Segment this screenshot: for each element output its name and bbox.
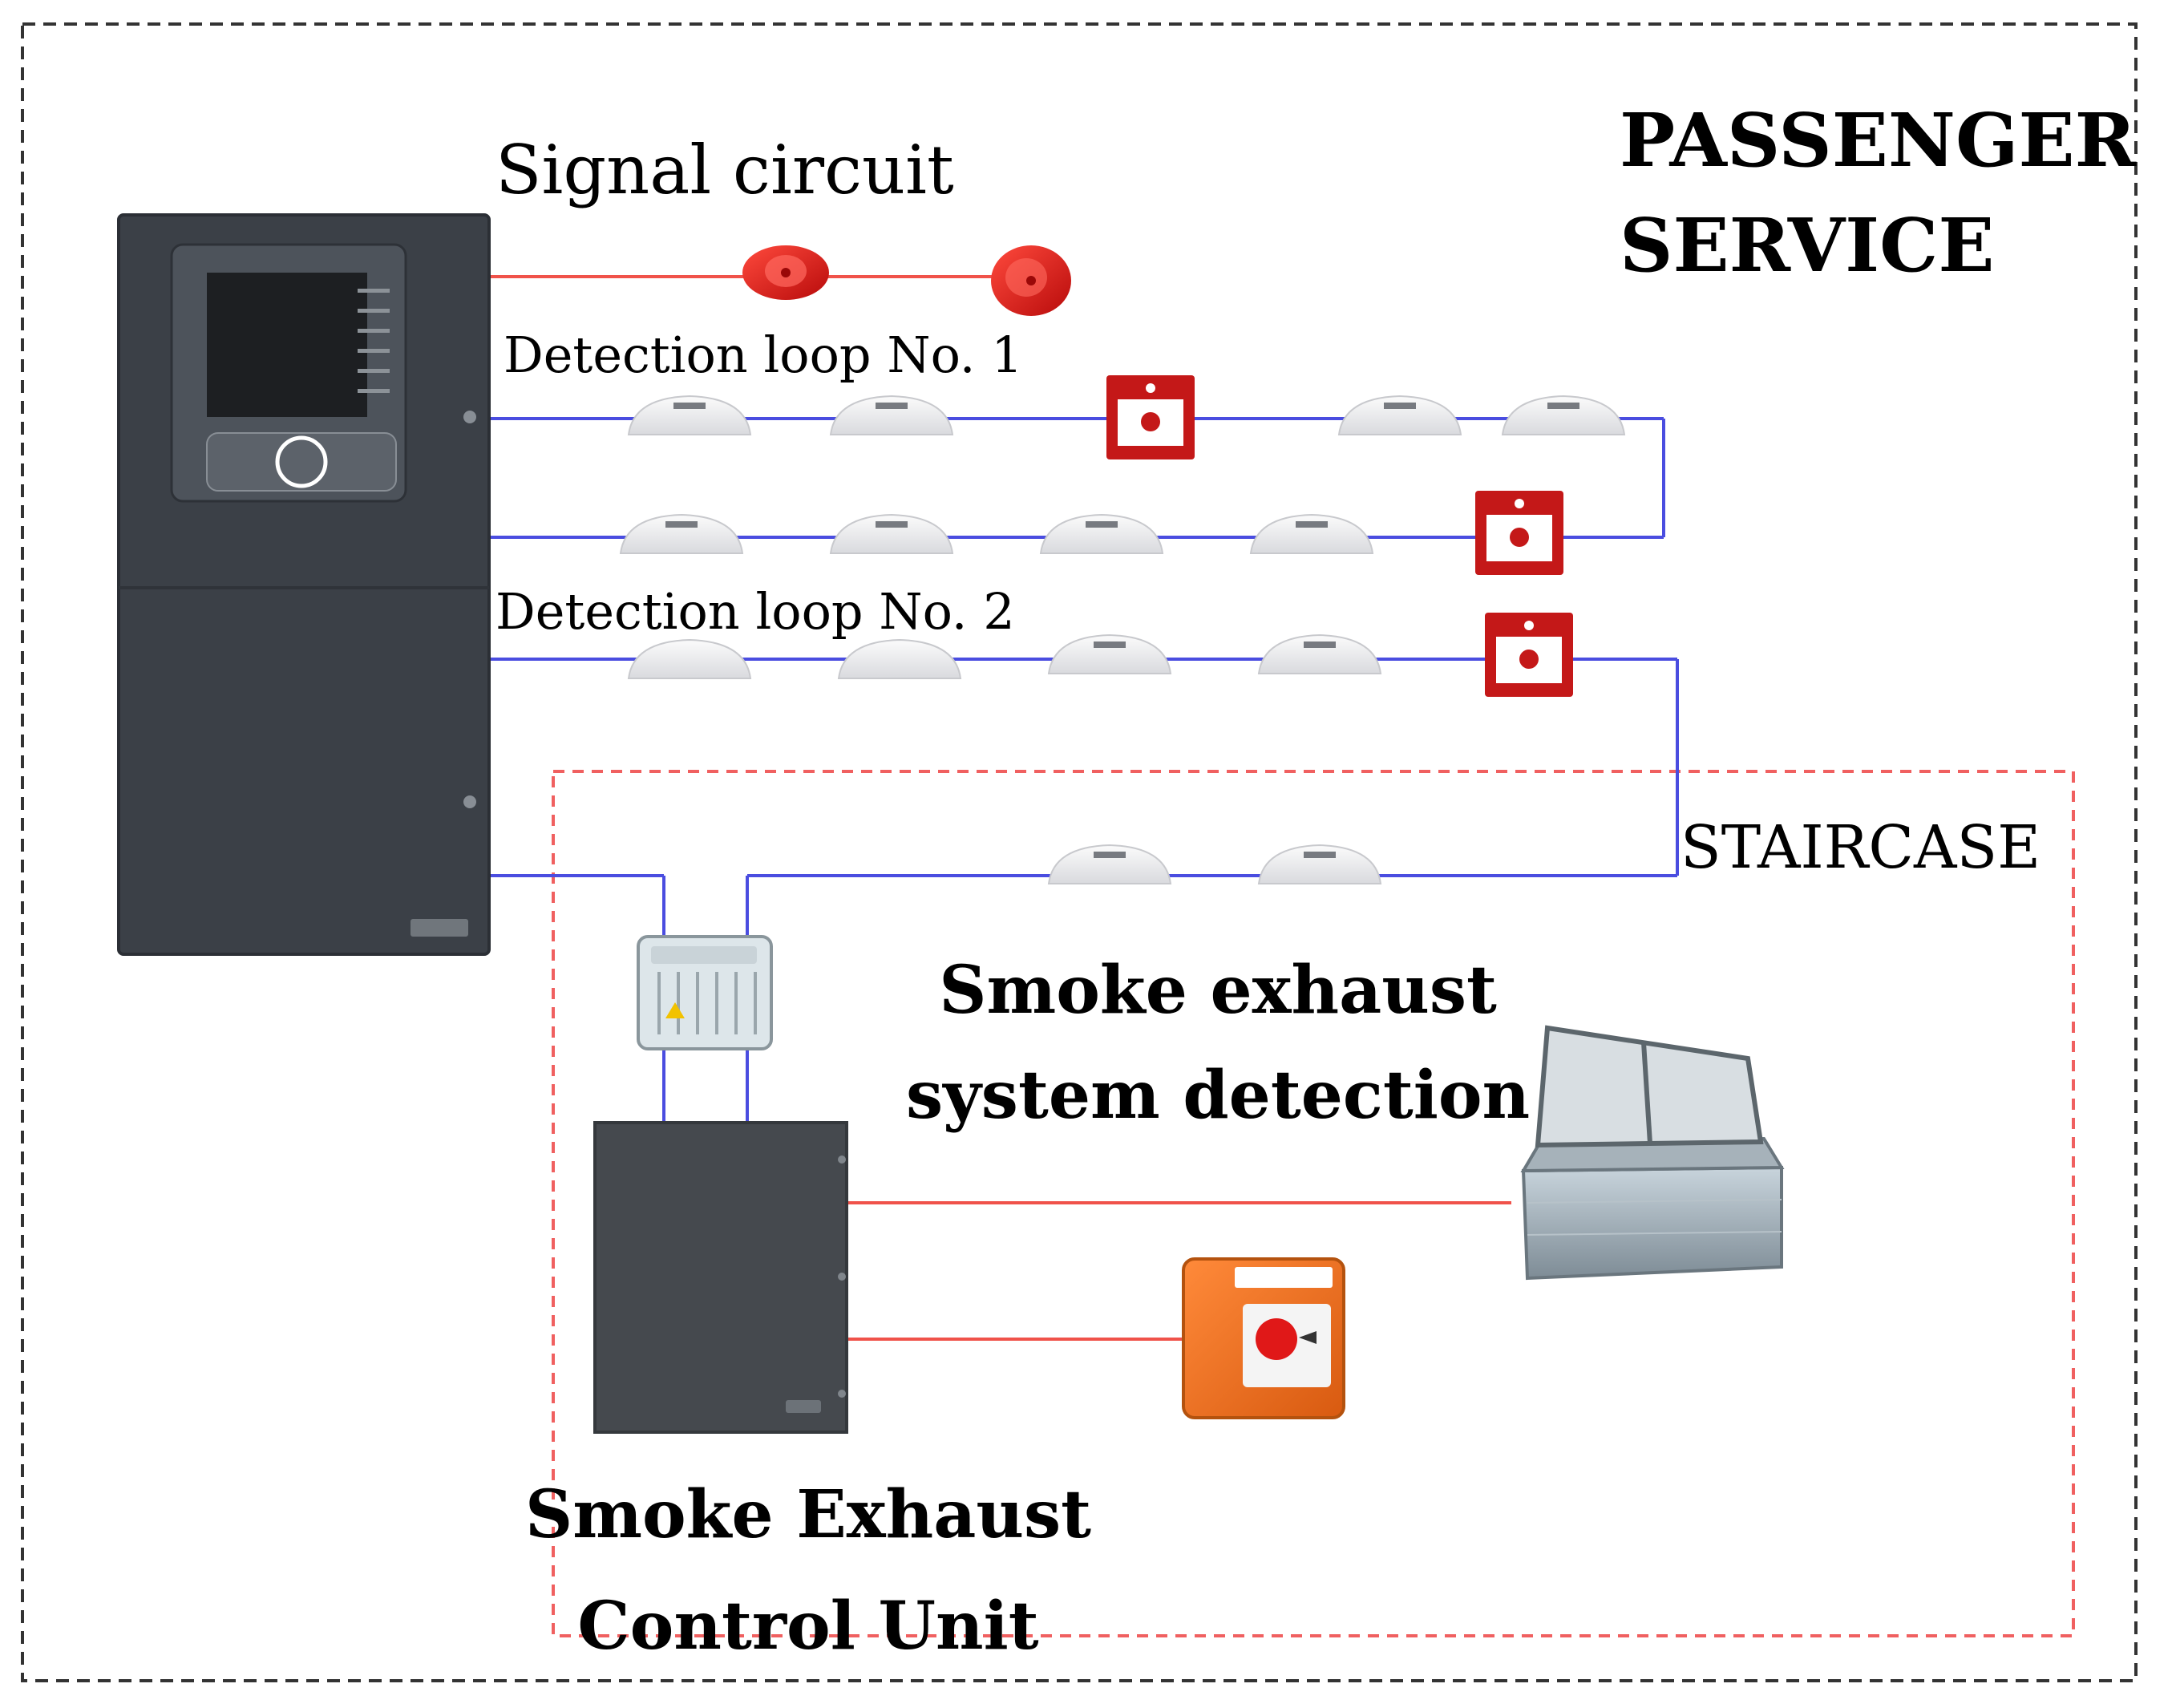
loop-2-detectors bbox=[627, 633, 1382, 679]
loop-1-detectors bbox=[619, 395, 1626, 554]
passenger-service-zone-label: PASSENGER SERVICE bbox=[1620, 88, 2136, 297]
smoke-detector-icon bbox=[1337, 395, 1462, 435]
smoke-detector-icon bbox=[1257, 844, 1382, 884]
smoke-detector-icon bbox=[1501, 395, 1626, 435]
detection-loop-1-label: Detection loop No. 1 bbox=[504, 326, 1023, 384]
detection-loop-2-label: Detection loop No. 2 bbox=[495, 582, 1015, 641]
smoke-detection-line-2: system detection bbox=[906, 1057, 1531, 1135]
smoke-detector-icon bbox=[1047, 844, 1172, 884]
smoke-vent-hatch-icon bbox=[1520, 1025, 1785, 1281]
fire-alarm-control-panel-icon bbox=[117, 213, 491, 956]
smoke-detector-icon bbox=[837, 638, 962, 679]
smoke-exhaust-detection-label: Smoke exhaust system detection bbox=[906, 938, 1530, 1148]
loop-interface-module-icon bbox=[637, 935, 773, 1050]
smoke-detector-icon bbox=[1047, 633, 1172, 674]
control-output-wires bbox=[848, 1201, 1511, 1341]
passenger-line-2: SERVICE bbox=[1620, 201, 1995, 289]
alarm-sounder-icon bbox=[742, 245, 829, 300]
staircase-zone-label: STAIRCASE bbox=[1681, 813, 2041, 882]
passenger-service-zone-border bbox=[21, 22, 2138, 1682]
smoke-detection-line-1: Smoke exhaust bbox=[939, 952, 1497, 1029]
smoke-vent-button-icon bbox=[1182, 1257, 1345, 1419]
alarm-sounder-icon bbox=[991, 245, 1071, 316]
manual-call-point-icon bbox=[1485, 613, 1573, 697]
staircase-zone-border bbox=[552, 770, 2075, 1637]
smoke-detector-icon bbox=[1039, 513, 1164, 554]
smoke-control-unit-icon bbox=[593, 1121, 848, 1434]
signal-circuit-label: Signal circuit bbox=[495, 131, 954, 209]
control-unit-line-1: Smoke Exhaust bbox=[525, 1476, 1092, 1553]
smoke-detector-icon bbox=[627, 638, 752, 679]
staircase-detectors bbox=[1047, 844, 1382, 884]
smoke-detector-icon bbox=[627, 395, 752, 435]
control-unit-line-2: Control Unit bbox=[577, 1588, 1039, 1666]
smoke-detector-icon bbox=[829, 513, 954, 554]
smoke-exhaust-control-unit-label: Smoke Exhaust Control Unit bbox=[525, 1459, 1091, 1683]
smoke-detector-icon bbox=[619, 513, 744, 554]
smoke-detector-icon bbox=[1257, 633, 1382, 674]
manual-call-point-icon bbox=[1106, 375, 1195, 459]
smoke-detector-icon bbox=[829, 395, 954, 435]
passenger-line-1: PASSENGER bbox=[1620, 97, 2137, 184]
manual-call-point-icon bbox=[1475, 491, 1563, 575]
smoke-detector-icon bbox=[1249, 513, 1374, 554]
